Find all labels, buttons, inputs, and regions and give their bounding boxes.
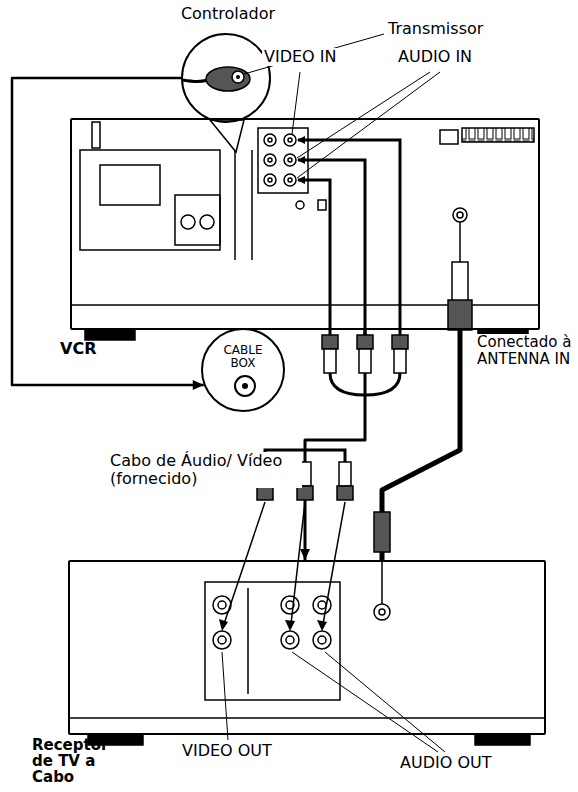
cable-label: Cabo de Áudio/ Vídeo (fornecido) bbox=[108, 452, 302, 488]
vcr-body: VCR bbox=[70, 118, 540, 330]
callout-label: Transmissor bbox=[386, 20, 485, 38]
output-arrowheads bbox=[219, 619, 327, 631]
transmitter-sensor bbox=[183, 67, 250, 91]
arrow-head bbox=[300, 549, 310, 560]
cable-box-jack-callout: CABLE BOX bbox=[201, 328, 285, 412]
cable-connector bbox=[300, 330, 370, 560]
signal-label: AUDIO IN bbox=[396, 48, 474, 66]
callout-wedge bbox=[210, 120, 244, 152]
cable-receiver-body: Receptor de TV a Cabo bbox=[68, 560, 546, 735]
controller-callout: Controlador bbox=[181, 33, 271, 123]
connection-note: Conectado à ANTENNA IN bbox=[475, 334, 578, 368]
av-cable-vcr bbox=[298, 140, 400, 395]
node-label: Controlador bbox=[153, 5, 303, 23]
node-label: VCR bbox=[60, 340, 120, 358]
antenna-plugs bbox=[374, 222, 472, 552]
rca-plugs-vcr bbox=[322, 335, 408, 373]
cable-line bbox=[382, 330, 460, 560]
cable-line bbox=[305, 330, 365, 560]
vcr-details bbox=[70, 122, 540, 340]
input-arrows bbox=[297, 136, 305, 184]
signal-label: AUDIO OUT bbox=[398, 754, 493, 772]
node-label: CABLE BOX bbox=[215, 344, 271, 370]
receiver-details bbox=[68, 552, 546, 745]
signal-label: VIDEO OUT bbox=[180, 742, 274, 760]
node-label: Receptor de TV a Cabo bbox=[32, 738, 128, 785]
signal-label: VIDEO IN bbox=[262, 48, 338, 66]
cable-connector bbox=[382, 330, 460, 560]
output-arrows bbox=[224, 502, 345, 624]
